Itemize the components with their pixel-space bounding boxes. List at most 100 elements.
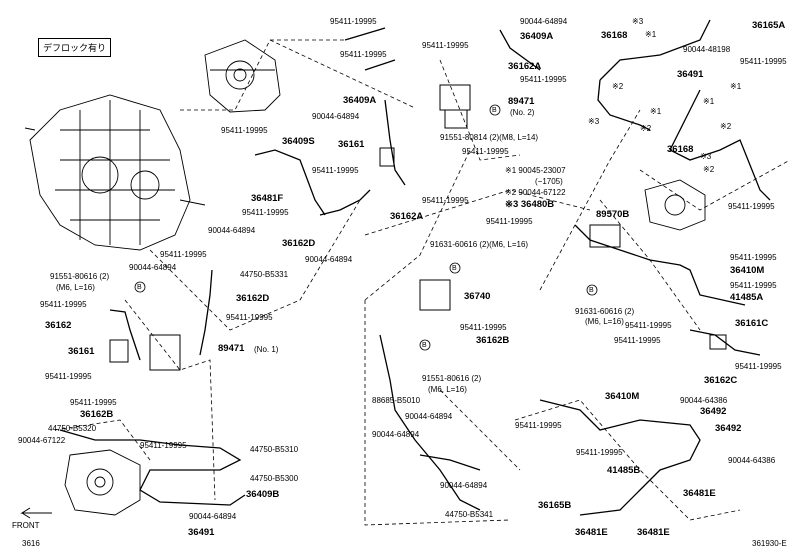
part-label: ※1 90045-23007 xyxy=(505,166,566,175)
part-label: ※3 36480B xyxy=(505,199,555,210)
part-label: 36409A xyxy=(520,31,554,42)
part-label: 95411-19995 xyxy=(576,448,623,457)
part-label: 90044-64894 xyxy=(129,263,177,272)
sheet-number: 3616 xyxy=(22,539,40,548)
part-label: 36409A xyxy=(343,95,377,106)
callout-mark: ※2 xyxy=(703,165,715,174)
rear-diff-drawing xyxy=(644,179,706,231)
callout-mark: ※2 xyxy=(720,122,732,131)
part-label: 95411-19995 xyxy=(728,202,775,211)
part-label: 90044-64894 xyxy=(440,481,488,490)
part-label: 89570B xyxy=(596,209,630,220)
part-label: 36492 xyxy=(700,406,727,417)
part-label: 91551-80814 (2)(M8, L=14) xyxy=(440,133,539,142)
part-label: 90044-64894 xyxy=(305,255,353,264)
part-label: 91631-60616 (2)(M6, L=16) xyxy=(430,240,529,249)
part-label: 95411-19995 xyxy=(160,250,207,259)
part-label: 36161 xyxy=(338,139,365,150)
hose-lines xyxy=(59,19,771,516)
part-label: 36481E xyxy=(683,488,716,499)
part-label: 91551-80616 (2) xyxy=(422,374,482,383)
transfer-case-drawing xyxy=(204,39,281,113)
part-label: 95411-19995 xyxy=(614,336,661,345)
callout-mark: ※3 xyxy=(632,17,644,26)
marker-b: B xyxy=(589,287,594,294)
part-label: 95411-19995 xyxy=(730,253,777,262)
part-label: 88685-B5010 xyxy=(372,396,421,405)
part-label: (−1705) xyxy=(535,177,563,186)
part-label: 90044-64894 xyxy=(405,412,453,421)
part-label: 95411-19995 xyxy=(486,217,533,226)
part-label: 95411-19995 xyxy=(730,281,777,290)
part-label: 36165B xyxy=(538,500,572,511)
part-label: 95411-19995 xyxy=(340,50,387,59)
part-label: 90044-64894 xyxy=(312,112,360,121)
part-label: 41485A xyxy=(730,292,764,303)
marker-b: B xyxy=(137,284,142,291)
callout-mark: ※1 xyxy=(650,107,662,116)
marker-b: B xyxy=(492,107,497,114)
part-label: 90044-67122 xyxy=(18,436,66,445)
front-label: FRONT xyxy=(12,521,40,530)
part-label: 90044-64894 xyxy=(520,17,568,26)
figure-code: 361930-E xyxy=(752,539,787,548)
actuator-front-drawing xyxy=(64,449,141,516)
part-label: 36162B xyxy=(80,409,114,420)
component-blocks xyxy=(109,84,727,371)
part-label: 36410M xyxy=(730,265,765,276)
part-label: 90044-64894 xyxy=(372,430,420,439)
part-label: 95411-19995 xyxy=(70,398,117,407)
part-label: 36162D xyxy=(282,238,316,249)
part-label: 36168 xyxy=(667,144,694,155)
part-label: 90044-64894 xyxy=(189,512,237,521)
part-label: 95411-19995 xyxy=(515,421,562,430)
part-label: 90044-48198 xyxy=(683,45,731,54)
option-box: デフロック有り xyxy=(38,38,112,57)
part-label: 95411-19995 xyxy=(625,321,672,330)
part-label: 95411-19995 xyxy=(330,17,377,26)
part-label: 95411-19995 xyxy=(460,323,507,332)
part-label: 89471 xyxy=(508,96,535,107)
callout-mark: ※3 xyxy=(700,152,712,161)
part-label: 36409B xyxy=(246,489,280,500)
engine-drawing xyxy=(24,94,206,251)
part-label: 95411-19995 xyxy=(40,300,87,309)
front-arrow-icon xyxy=(20,507,52,519)
part-label: 36161C xyxy=(735,318,769,329)
part-label: 44750-B5300 xyxy=(250,474,299,483)
marker-b: B xyxy=(452,265,457,272)
part-label: 36162A xyxy=(508,61,542,72)
part-label: (M6, L=16) xyxy=(585,317,624,326)
callout-mark: ※3 xyxy=(588,117,600,126)
part-label: 44750-B5341 xyxy=(445,510,494,519)
part-label: 95411-19995 xyxy=(140,441,187,450)
part-label: 95411-19995 xyxy=(242,208,289,217)
part-label: 36492 xyxy=(715,423,742,434)
part-label: 95411-19995 xyxy=(520,75,567,84)
part-label: 36162A xyxy=(390,211,424,222)
part-label: 36162B xyxy=(476,335,510,346)
part-label: 36165A xyxy=(752,20,786,31)
part-label: 90044-64386 xyxy=(680,396,728,405)
callout-mark: ※1 xyxy=(730,82,742,91)
part-label: 95411-19995 xyxy=(462,147,509,156)
part-label: 36481E xyxy=(637,527,670,538)
part-label: 89471 xyxy=(218,343,245,354)
part-label: 95411-19995 xyxy=(221,126,268,135)
part-label: ※2 90044-67122 xyxy=(505,188,566,197)
part-label: 44750-B5331 xyxy=(240,270,289,279)
part-label: 36410M xyxy=(605,391,640,402)
part-label: 36491 xyxy=(188,527,215,538)
part-label: (No. 1) xyxy=(254,345,279,354)
part-label: 36161 xyxy=(68,346,95,357)
part-label: 36409S xyxy=(282,136,315,147)
part-label: 36491 xyxy=(677,69,704,80)
part-label: 44750-B5320 xyxy=(48,424,97,433)
callout-mark: ※2 xyxy=(640,124,652,133)
part-label: 95411-19995 xyxy=(735,362,782,371)
part-label: 91551-80616 (2) xyxy=(50,272,110,281)
part-label: 95411-19995 xyxy=(422,41,469,50)
part-label: 36162D xyxy=(236,293,270,304)
part-label: 91631-60616 (2) xyxy=(575,307,635,316)
